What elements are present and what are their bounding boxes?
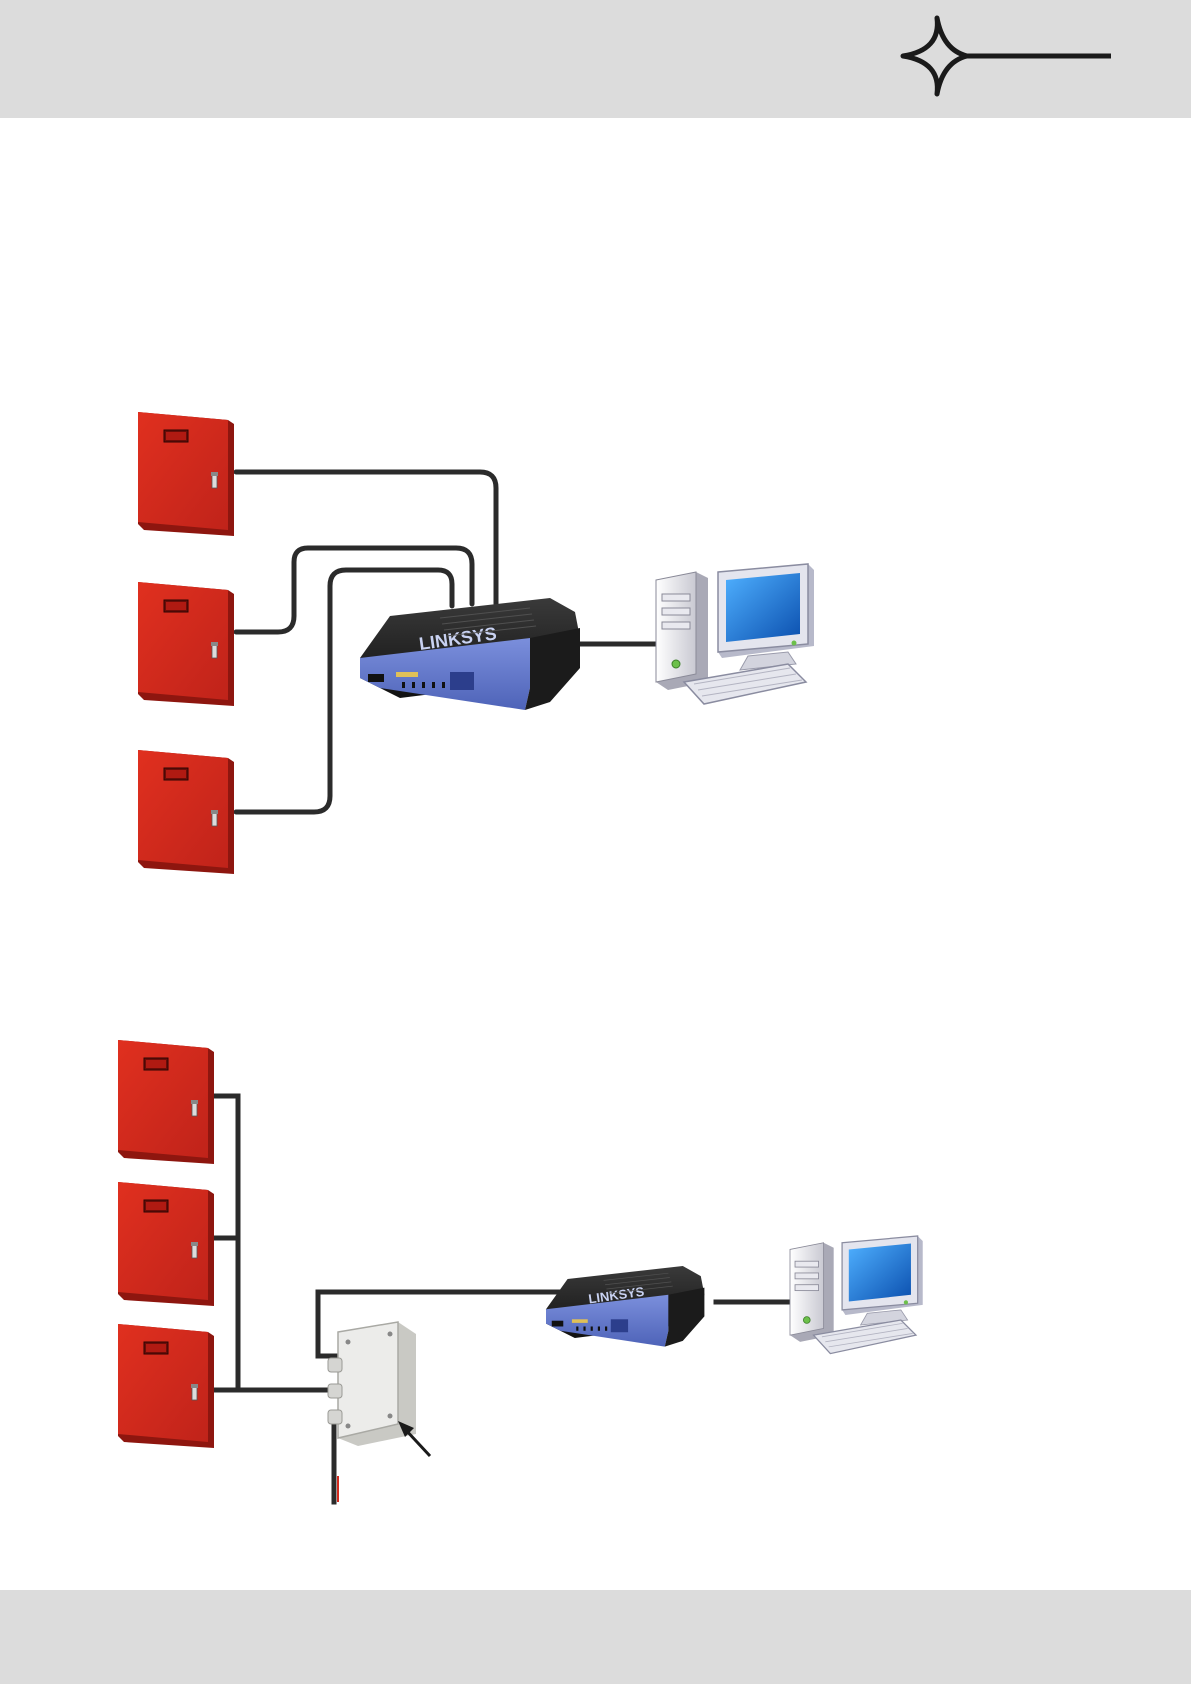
diagram-2 [118,1040,923,1502]
diagram-2-cables [200,1096,796,1502]
fire-panel-3 [138,750,234,874]
network-router [546,1266,704,1347]
footer-band [0,1590,1191,1684]
diagram-1 [138,412,814,874]
fire-panel-1 [138,412,234,536]
cable-panel-1-router [236,472,496,604]
fire-panel-1 [118,1040,214,1164]
network-router [360,598,580,710]
fire-panel-2 [138,582,234,706]
desktop-computer [656,564,814,704]
fire-panel-2 [118,1182,214,1306]
desktop-computer [790,1236,923,1354]
fire-panel-3 [118,1324,214,1448]
